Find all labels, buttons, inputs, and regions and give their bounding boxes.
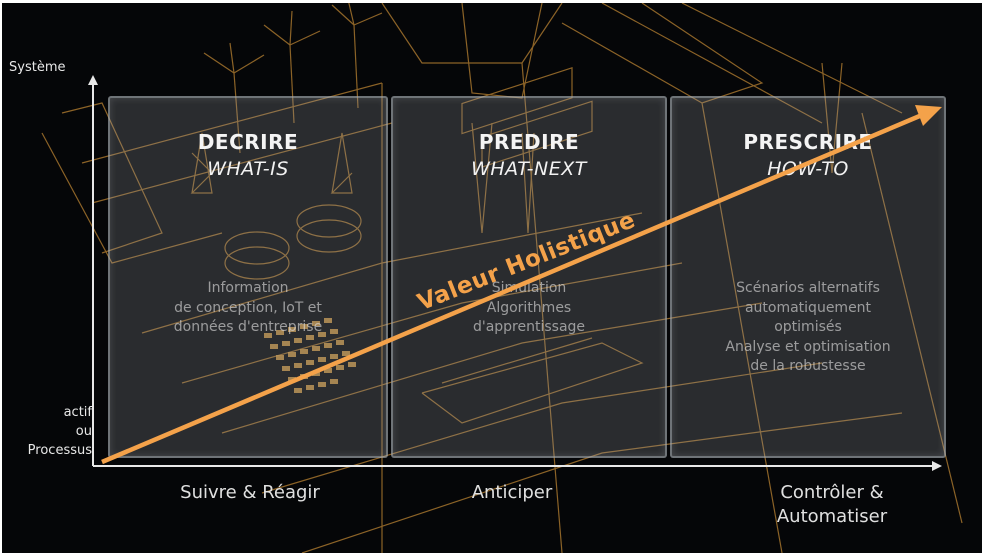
panel-title: DECRIRE [197, 130, 299, 154]
panel-decrire: DECRIRE WHAT-IS Information de conceptio… [108, 96, 388, 458]
panel-description: Simulation Algorithmes d'apprentissage [403, 279, 655, 338]
panel-subtitle: HOW-TO [767, 158, 849, 180]
x-axis-label-line: Contrôler & [780, 482, 884, 503]
diagram-canvas: DECRIRE WHAT-IS Information de conceptio… [2, 3, 982, 553]
description-line: de conception, IoT et [174, 299, 322, 316]
wind-turbine-icon [331, 3, 383, 109]
y-axis-bottom-line: ou [75, 424, 92, 439]
panel-subtitle: WHAT-IS [207, 158, 289, 180]
x-axis-label-line: Anticiper [471, 482, 553, 503]
axes-overlay [88, 75, 942, 471]
x-axis-label-line: Suivre & Réagir [180, 482, 320, 503]
description-line: Information [207, 280, 289, 296]
description-line: Simulation [491, 280, 567, 296]
panel-description: Information de conception, IoT et donnée… [120, 279, 376, 338]
x-axis-label-anticiper: Anticiper [427, 481, 597, 505]
wind-turbine-icon [263, 10, 321, 124]
panel-predire: PREDIRE WHAT-NEXT Simulation Algorithmes… [391, 96, 667, 458]
y-axis-bottom-label: actif ou Processus [8, 403, 92, 460]
panel-prescrire: PRESCRIRE HOW-TO Scénarios alternatifs a… [670, 96, 946, 458]
x-axis-label-controler: Contrôler & Automatiser [732, 481, 932, 529]
valeur-holistique-arrowhead [915, 105, 942, 126]
description-line: de la robustesse [750, 358, 866, 374]
panel-title: PREDIRE [478, 130, 580, 154]
description-line: données d'entreprise [173, 319, 323, 335]
description-line: d'apprentissage [472, 319, 586, 335]
valeur-holistique-arrow-line [101, 112, 923, 465]
panel-title: PRESCRIRE [743, 130, 873, 154]
description-line: Algorithmes [486, 299, 572, 316]
description-line: optimisés [774, 319, 842, 335]
description-line: Analyse et optimisation [725, 338, 891, 355]
description-line: Scénarios alternatifs [736, 280, 880, 296]
y-axis-bottom-line: actif [63, 405, 92, 420]
description-line: automatiquement [744, 299, 872, 316]
wind-turbine-icon [203, 42, 265, 154]
x-axis-label-suivre: Suivre & Réagir [150, 481, 350, 505]
y-axis-top-label: Système [9, 60, 66, 75]
x-axis-label-line: Automatiser [776, 506, 888, 527]
panel-description: Scénarios alternatifs automatiquement op… [682, 279, 934, 377]
panel-subtitle: WHAT-NEXT [471, 158, 587, 180]
industrial-wireframe-background [41, 3, 963, 553]
y-axis-bottom-line: Processus [27, 443, 92, 458]
